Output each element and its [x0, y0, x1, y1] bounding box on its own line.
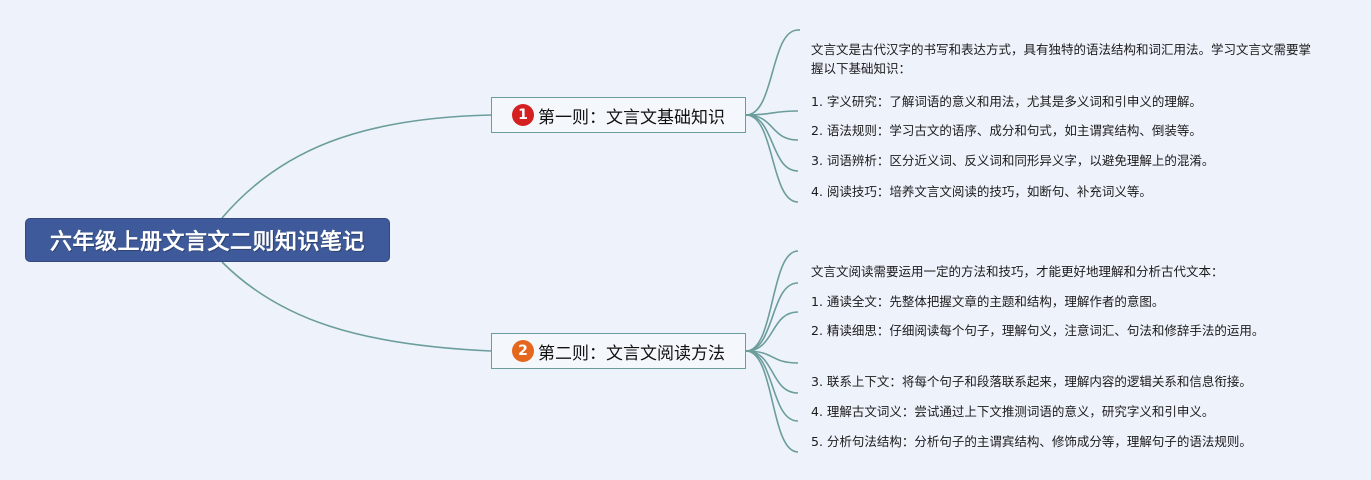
number-two-icon: 2 — [512, 340, 534, 362]
leaf-text: 4. 理解古文词义：尝试通过上下文推测词语的意义，研究字义和引申义。 — [811, 404, 1215, 419]
connector-branch-2-leaf-7 — [745, 350, 799, 453]
branch-topic-1-label: 第一则：文言文基础知识 — [538, 107, 725, 128]
leaf-topic-2-item-5[interactable]: 5. 分析句法结构：分析句子的主谓宾结构、修饰成分等，理解句子的语法规则。 — [811, 432, 1311, 451]
leaf-text: 3. 联系上下文：将每个句子和段落联系起来，理解内容的逻辑关系和信息衔接。 — [811, 374, 1252, 389]
leaf-topic-1-item-2[interactable]: 2. 语法规则：学习古文的语序、成分和句式，如主谓宾结构、倒装等。 — [811, 121, 1311, 140]
leaf-topic-2-item-4[interactable]: 4. 理解古文词义：尝试通过上下文推测词语的意义，研究字义和引申义。 — [811, 402, 1311, 421]
branch-topic-2[interactable]: 2 第二则：文言文阅读方法 — [491, 333, 746, 369]
connector-branch-2-leaf-2 — [745, 282, 799, 352]
connector-branch-1-leaf-3 — [745, 114, 799, 141]
leaf-text: 1. 通读全文：先整体把握文章的主题和结构，理解作者的意图。 — [811, 294, 1165, 309]
branch-topic-1[interactable]: 1 第一则：文言文基础知识 — [491, 97, 746, 133]
branch-topic-2-label: 第二则：文言文阅读方法 — [538, 343, 725, 364]
connector-branch-2-leaf-6 — [745, 350, 799, 422]
connector-root-to-branch-1 — [221, 114, 492, 219]
leaf-topic-2-intro[interactable]: 文言文阅读需要运用一定的方法和技巧，才能更好地理解和分析古代文本： — [811, 262, 1311, 281]
leaf-topic-1-intro[interactable]: 文言文是古代汉字的书写和表达方式，具有独特的语法结构和词汇用法。学习文言文需要掌… — [811, 40, 1311, 78]
leaf-topic-1-item-4[interactable]: 4. 阅读技巧：培养文言文阅读的技巧，如断句、补充词义等。 — [811, 182, 1311, 201]
connector-branch-2-leaf-1 — [745, 250, 799, 352]
connector-branch-2-leaf-3 — [745, 311, 799, 352]
connector-branch-1-leaf-5 — [745, 114, 799, 203]
leaf-text: 1. 字义研究：了解词语的意义和用法，尤其是多义词和引申义的理解。 — [811, 94, 1202, 109]
connector-branch-1-leaf-1 — [745, 29, 799, 116]
leaf-text: 3. 词语辨析：区分近义词、反义词和同形异义字，以避免理解上的混淆。 — [811, 153, 1215, 168]
leaf-text: 4. 阅读技巧：培养文言文阅读的技巧，如断句、补充词义等。 — [811, 184, 1152, 199]
leaf-text: 2. 精读细思：仔细阅读每个句子，理解句义，注意词汇、句法和修辞手法的运用。 — [811, 323, 1265, 338]
leaf-text: 文言文是古代汉字的书写和表达方式，具有独特的语法结构和词汇用法。学习文言文需要掌… — [811, 42, 1312, 76]
leaf-topic-2-item-1[interactable]: 1. 通读全文：先整体把握文章的主题和结构，理解作者的意图。 — [811, 292, 1311, 311]
leaf-text: 5. 分析句法结构：分析句子的主谓宾结构、修饰成分等，理解句子的语法规则。 — [811, 434, 1252, 449]
root-topic-label: 六年级上册文言文二则知识笔记 — [49, 230, 365, 255]
leaf-text: 文言文阅读需要运用一定的方法和技巧，才能更好地理解和分析古代文本： — [811, 264, 1224, 279]
leaf-topic-2-item-3[interactable]: 3. 联系上下文：将每个句子和段落联系起来，理解内容的逻辑关系和信息衔接。 — [811, 372, 1311, 391]
leaf-topic-2-item-2[interactable]: 2. 精读细思：仔细阅读每个句子，理解句义，注意词汇、句法和修辞手法的运用。 — [811, 321, 1311, 340]
leaf-text: 2. 语法规则：学习古文的语序、成分和句式，如主谓宾结构、倒装等。 — [811, 123, 1202, 138]
connector-branch-1-leaf-4 — [745, 114, 799, 172]
root-topic[interactable]: 六年级上册文言文二则知识笔记 — [25, 218, 390, 262]
connector-root-to-branch-2 — [221, 261, 492, 352]
leaf-topic-1-item-3[interactable]: 3. 词语辨析：区分近义词、反义词和同形异义字，以避免理解上的混淆。 — [811, 151, 1311, 170]
leaf-topic-1-item-1[interactable]: 1. 字义研究：了解词语的意义和用法，尤其是多义词和引申义的理解。 — [811, 92, 1311, 111]
number-one-icon: 1 — [512, 104, 534, 126]
